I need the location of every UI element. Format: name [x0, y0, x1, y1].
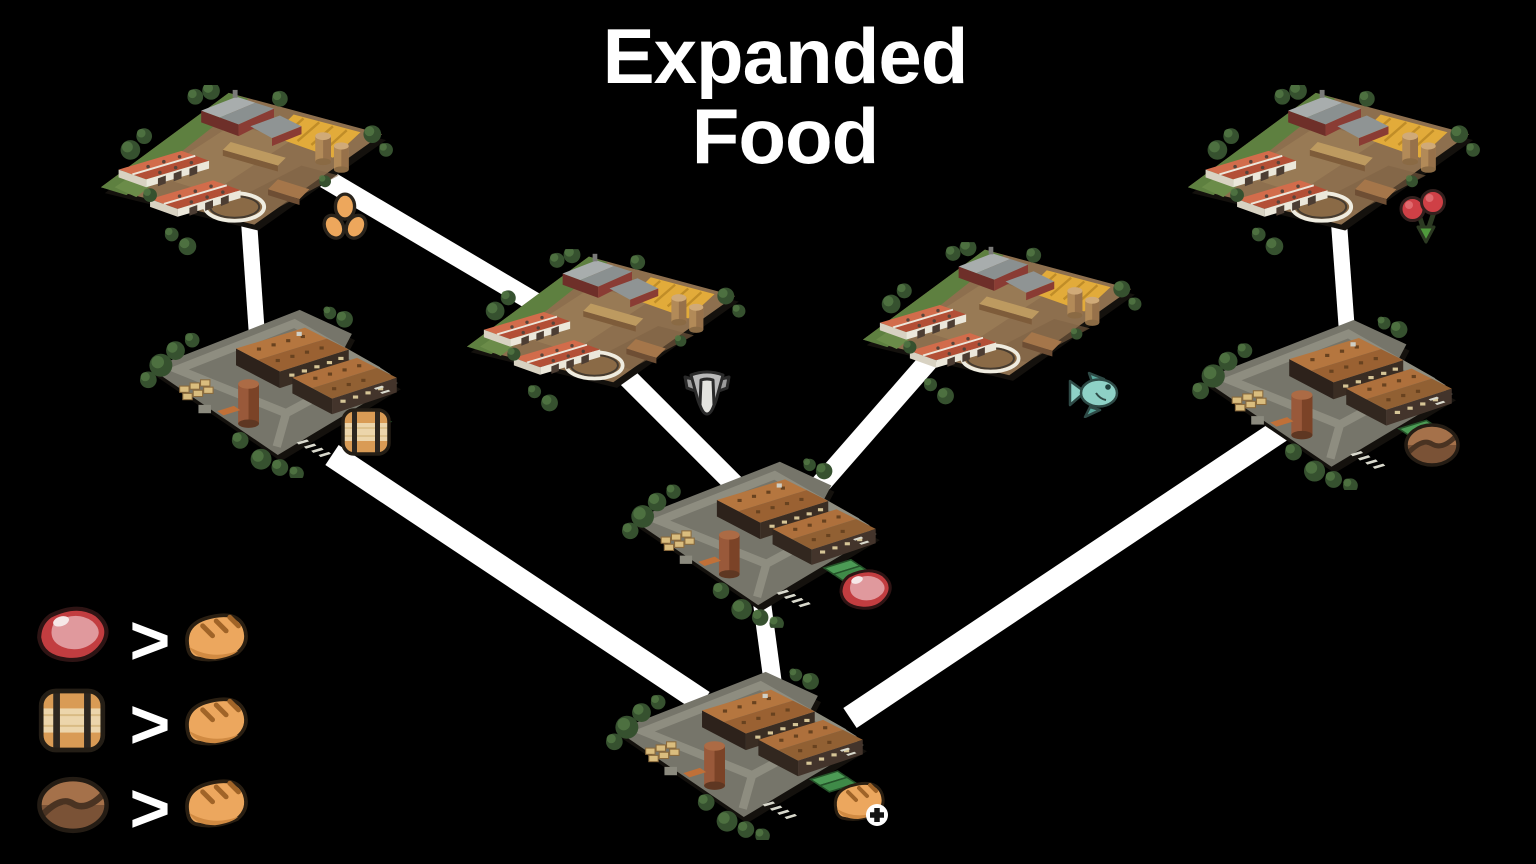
edge-fish-farm-to-butcher [804, 343, 946, 501]
legend-bread-icon-1 [178, 606, 252, 668]
wheat-icon [322, 192, 368, 248]
legend-meat-icon [31, 602, 113, 668]
coffee-bean-icon [1402, 421, 1462, 469]
legend-bread-icon-3 [178, 772, 252, 834]
beer-barrel-icon [340, 407, 392, 457]
cattle-icon [681, 367, 733, 421]
bread-plus-icon [828, 776, 890, 828]
page-title: Expanded Food [602, 12, 969, 180]
fish-icon [1066, 366, 1124, 418]
factory-tile-brewery [140, 290, 474, 478]
title-line-1: Expanded [602, 12, 969, 100]
edge-brewery-to-bakery [325, 445, 710, 712]
berries-icon [1399, 189, 1449, 245]
legend-greater-than-2: > [129, 685, 171, 763]
edge-cattle-farm-to-butcher [604, 354, 756, 506]
edge-coffee-roastery-to-bakery [843, 414, 1297, 728]
meat-icon [835, 566, 895, 614]
legend-beer-barrel-icon [37, 687, 107, 754]
legend-coffee-bean-icon [33, 774, 113, 836]
factory-tile-butcher [622, 442, 952, 628]
factory-tile-coffee [1192, 300, 1530, 490]
legend-bread-icon-2 [178, 690, 252, 752]
legend-greater-than-1: > [129, 601, 171, 679]
legend-greater-than-3: > [129, 769, 171, 847]
title-line-2: Food [691, 92, 880, 180]
